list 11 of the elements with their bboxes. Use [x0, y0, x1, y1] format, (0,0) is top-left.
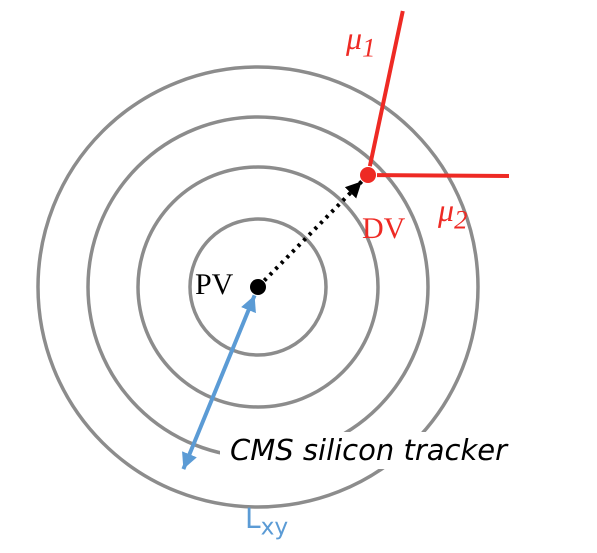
vertex-dot — [250, 279, 266, 295]
vertex-label: DV — [362, 214, 406, 244]
arrow — [262, 180, 364, 282]
double-arrow — [182, 294, 256, 470]
track-line — [368, 10, 405, 167]
edge-label: L$_{xy}$ — [245, 505, 288, 539]
edge-label: μ$_{2}$ — [438, 194, 468, 234]
vertex-label: PV — [195, 270, 234, 300]
vertex-dot — [360, 167, 376, 183]
edge-label: μ$_{1}$ — [346, 22, 376, 62]
track-line — [376, 173, 510, 178]
